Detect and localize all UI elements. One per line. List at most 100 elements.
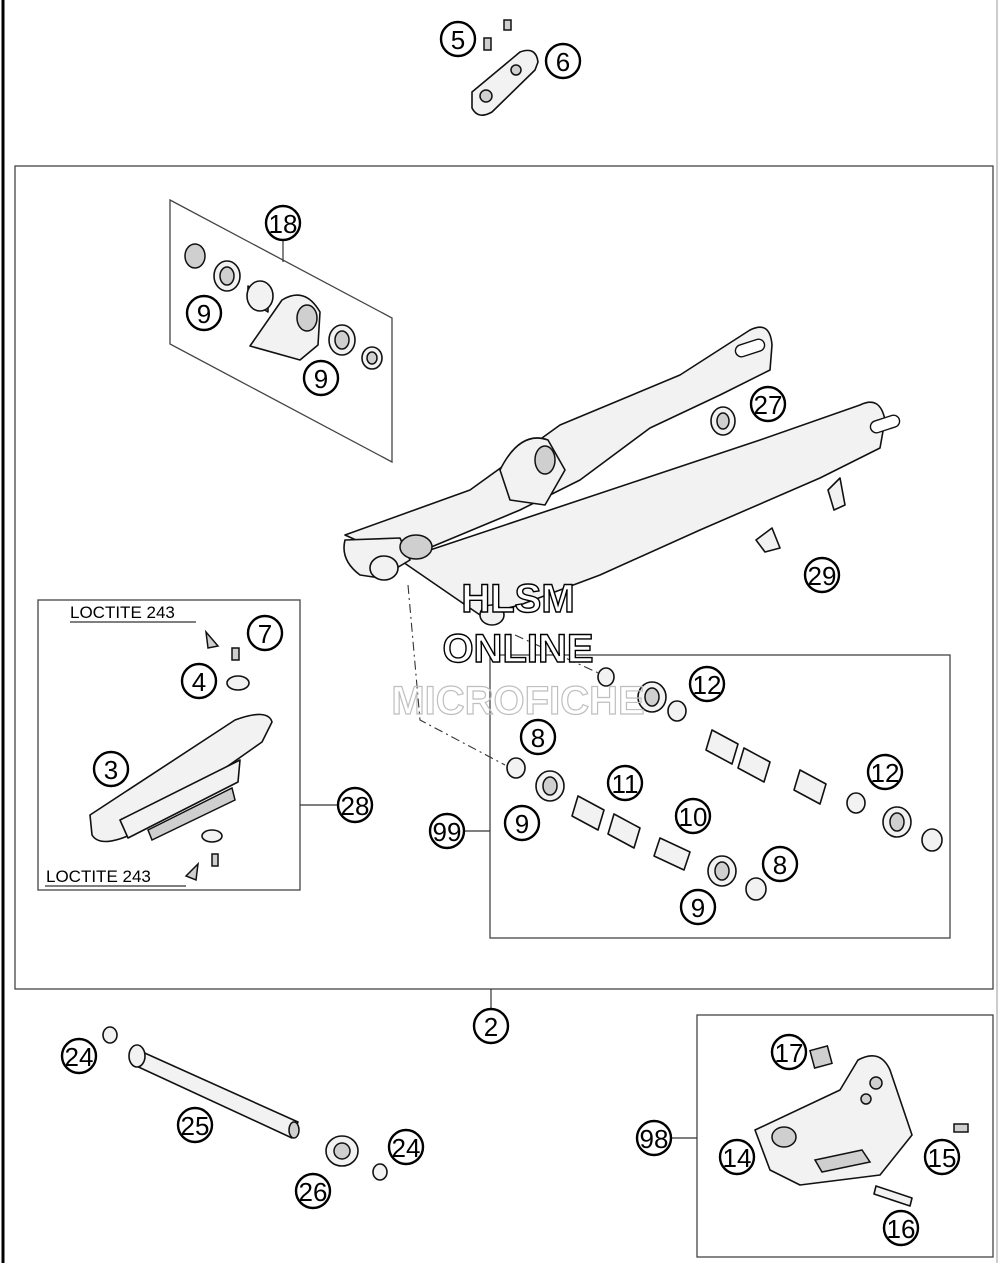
callout-ring: [503, 804, 541, 842]
callout-5: 5: [439, 20, 477, 58]
callout-layer: 5 6 18 9 9 27 29 7 4 3 28 8 99 9 11 10 1…: [60, 20, 961, 1247]
callout-ring: [246, 614, 284, 652]
group-98-parts: [754, 1045, 969, 1207]
callout-ring: [803, 556, 841, 594]
callout-number: 17: [775, 1038, 804, 1068]
callout-8-b: 8: [761, 845, 799, 883]
watermark: HLSM ONLINE MICROFICHE: [391, 576, 646, 723]
callout-9-a: 9: [185, 294, 223, 332]
callout-number: 9: [314, 364, 328, 394]
callout-number: 12: [693, 670, 722, 700]
callout-number: 98: [640, 1124, 669, 1154]
callout-98: 98: [635, 1119, 673, 1157]
callout-99: 99: [428, 812, 466, 850]
callout-12-b: 12: [866, 753, 904, 791]
callout-8-a: 8: [519, 718, 557, 756]
callout-ring: [439, 20, 477, 58]
group-99-parts: [506, 667, 943, 901]
callout-ring: [336, 786, 374, 824]
callout-number: 29: [808, 561, 837, 591]
callout-26: 26: [294, 1172, 332, 1210]
callout-ring: [519, 718, 557, 756]
watermark-line-1: HLSM: [461, 577, 574, 621]
callout-number: 16: [887, 1214, 916, 1244]
callout-ring: [294, 1172, 332, 1210]
watermark-line-2: ONLINE: [442, 627, 593, 671]
callout-ring: [180, 662, 218, 700]
group-28-frame: [37, 599, 301, 891]
callout-number: 26: [299, 1177, 328, 1207]
callout-28: 28: [336, 786, 374, 824]
callout-9-b: 9: [302, 359, 340, 397]
callout-24-b: 24: [387, 1128, 425, 1166]
callout-number: 15: [928, 1143, 957, 1173]
callout-ring: [302, 359, 340, 397]
loctite-label-1: LOCTITE 243: [70, 603, 175, 622]
callout-number: 10: [679, 802, 708, 832]
callout-ring: [761, 845, 799, 883]
callout-ring: [264, 204, 302, 242]
callout-2: 2: [472, 1007, 510, 1045]
callout-14: 14: [718, 1138, 756, 1176]
callout-ring: [674, 797, 712, 835]
callout-12-a: 12: [688, 665, 726, 703]
callout-ring: [718, 1138, 756, 1176]
callout-number: 14: [723, 1143, 752, 1173]
callout-ring: [749, 385, 787, 423]
callout-4: 4: [180, 662, 218, 700]
callout-25: 25: [176, 1106, 214, 1144]
callout-ring: [185, 294, 223, 332]
callout-ring: [770, 1033, 808, 1071]
swingarm-group-frame: [14, 165, 994, 990]
callout-number: 24: [392, 1133, 421, 1163]
callout-11: 11: [606, 764, 644, 802]
callout-ring: [92, 750, 130, 788]
callout-ring: [428, 812, 466, 850]
callout-number: 9: [691, 893, 705, 923]
group-18-frame: [169, 198, 393, 464]
group-28-parts: [45, 621, 273, 887]
callout-number: 8: [773, 850, 787, 880]
callout-number: 27: [754, 390, 783, 420]
loctite-label-2: LOCTITE 243: [46, 867, 151, 886]
callout-16: 16: [882, 1209, 920, 1247]
callout-number: 5: [451, 25, 465, 55]
chain-slider-top-part: [471, 19, 539, 116]
callout-number: 28: [341, 791, 370, 821]
callout-ring: [544, 42, 582, 80]
callout-number: 99: [433, 817, 462, 847]
callout-17: 17: [770, 1033, 808, 1071]
callout-29: 29: [803, 556, 841, 594]
callout-number: 9: [515, 809, 529, 839]
callout-9-d: 9: [679, 888, 717, 926]
callout-3: 3: [92, 750, 130, 788]
callout-6: 6: [544, 42, 582, 80]
callout-9-c: 9: [503, 804, 541, 842]
callout-24-a: 24: [60, 1037, 98, 1075]
callout-number: 18: [269, 209, 298, 239]
callout-27: 27: [749, 385, 787, 423]
group-99-frame: [489, 654, 951, 939]
callout-ring: [866, 753, 904, 791]
group-18-parts: [184, 243, 383, 370]
callout-number: 25: [181, 1111, 210, 1141]
callout-number: 9: [197, 299, 211, 329]
callout-ring: [923, 1138, 961, 1176]
callout-number: 7: [258, 619, 272, 649]
callout-number: 8: [531, 723, 545, 753]
callout-ring: [387, 1128, 425, 1166]
callout-ring: [688, 665, 726, 703]
callout-number: 4: [192, 667, 206, 697]
swingarm-part: [343, 326, 901, 766]
callout-number: 2: [484, 1012, 498, 1042]
watermark-line-3: MICROFICHE: [391, 679, 644, 723]
callout-number: 11: [612, 769, 639, 799]
callout-ring: [635, 1119, 673, 1157]
callout-7: 7: [246, 614, 284, 652]
callout-ring: [60, 1037, 98, 1075]
callout-number: 6: [556, 47, 570, 77]
callout-ring: [176, 1106, 214, 1144]
axle-parts: [102, 1026, 388, 1181]
callout-ring: [472, 1007, 510, 1045]
